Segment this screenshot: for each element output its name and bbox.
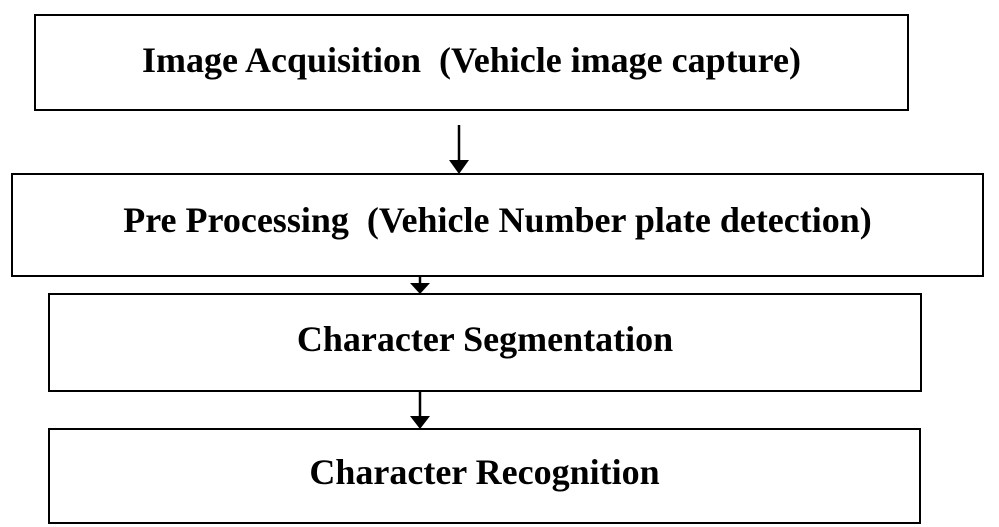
step-label: Character Recognition [309,452,660,492]
step-label: Pre Processing (Vehicle Number plate det… [123,200,872,240]
step-character-segmentation: Character Segmentation [48,293,922,392]
step-label: Image Acquisition (Vehicle image capture… [142,39,801,80]
step-image-acquisition: Image Acquisition (Vehicle image capture… [34,14,909,111]
step-pre-processing: Pre Processing (Vehicle Number plate det… [11,173,984,277]
step-label: Character Segmentation [296,318,674,359]
step-character-recognition: Character Recognition [48,428,921,524]
arrowhead-icon [449,160,469,174]
